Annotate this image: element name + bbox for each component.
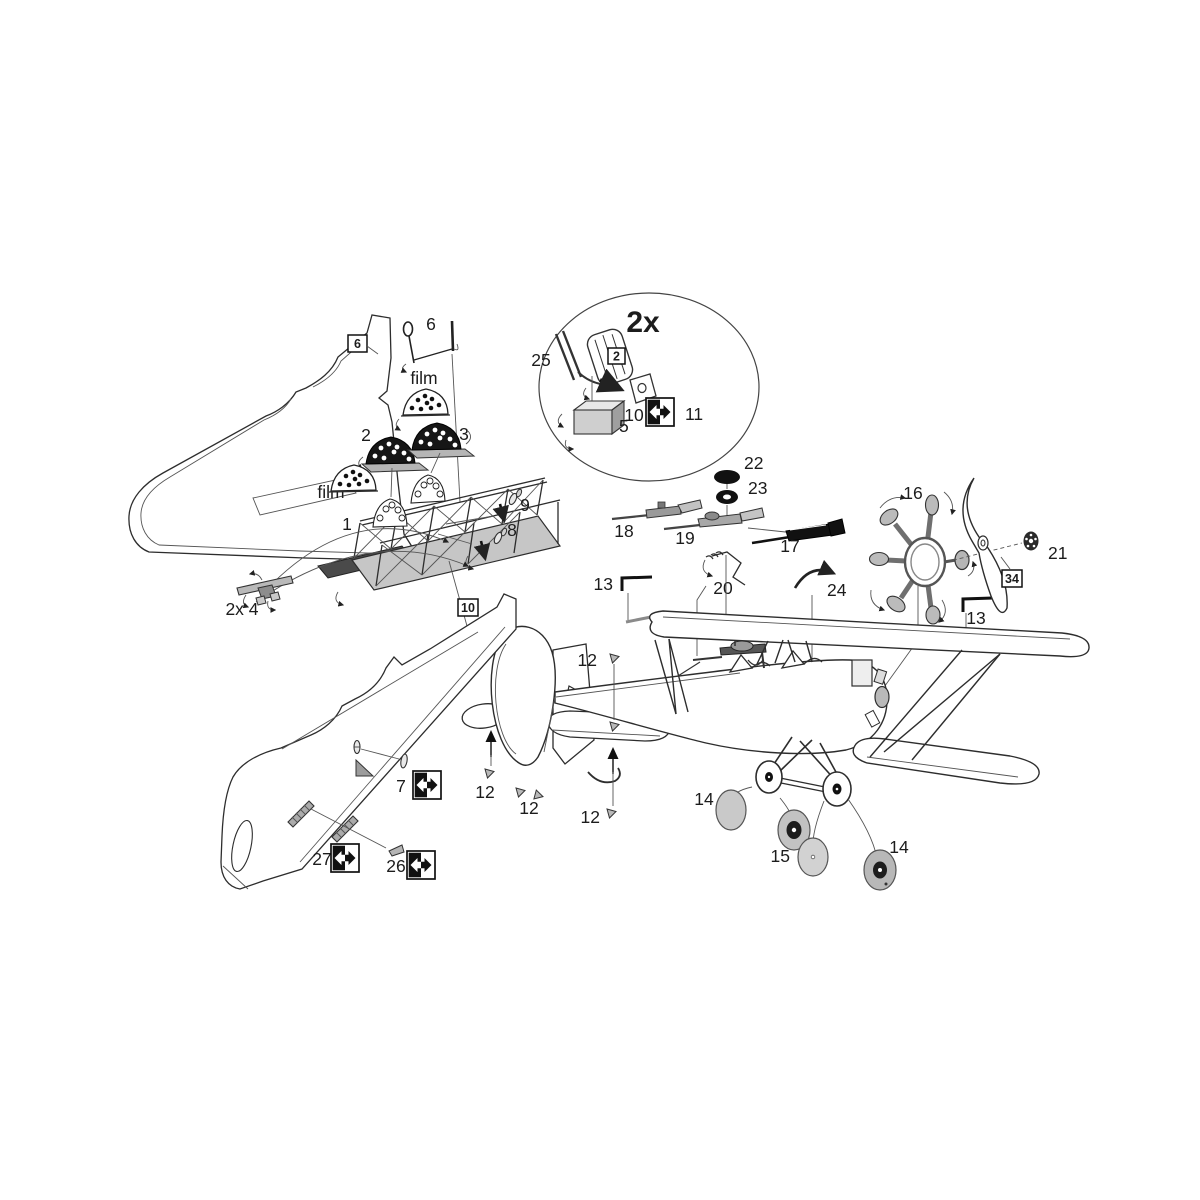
- color-swap-icon: [406, 850, 436, 880]
- placement-arrow: [606, 746, 620, 775]
- boxed-ref-10-label: 10: [461, 601, 475, 615]
- color-swap-icon: [645, 397, 675, 427]
- label-part-10: 10: [624, 405, 644, 425]
- landing-gear: [755, 736, 852, 807]
- label-part-1: 1: [342, 514, 352, 534]
- propeller-hub-disc-21: 21: [1023, 531, 1067, 563]
- label-film-top: film: [410, 368, 437, 388]
- ammo-ring-23: 23: [716, 478, 767, 518]
- label-quantity-2x: 2x: [626, 306, 660, 339]
- seatbelts-25: 25: [531, 330, 583, 381]
- tail-skid: [587, 767, 621, 784]
- label-part-14-right: 14: [889, 837, 909, 857]
- rudder-pedals-4: 2x 4: [225, 570, 294, 619]
- machine-gun-17: 17: [751, 518, 846, 556]
- instrument-panel-2: 2: [356, 425, 430, 498]
- label-part-21: 21: [1048, 543, 1067, 563]
- label-part-25: 25: [531, 350, 550, 370]
- boxed-ref-2-label: 2: [613, 350, 620, 364]
- label-part-19: 19: [675, 528, 694, 548]
- label-part-23: 23: [748, 478, 767, 498]
- boxed-ref-6-label: 6: [354, 337, 361, 351]
- wheel-parts: 14 15 14: [694, 786, 909, 891]
- hinge-cone-12: [515, 787, 526, 798]
- label-part-16: 16: [903, 483, 922, 503]
- label-part-13-right: 13: [966, 608, 985, 628]
- cockpit-frame-1: 1: [317, 474, 562, 627]
- label-part-4-qty: 2x 4: [225, 599, 258, 619]
- upper-fuselage-half: [128, 314, 423, 562]
- seat-bracket: [595, 368, 657, 404]
- detail-bubble-2x: 2x 25 2: [531, 292, 760, 482]
- color-swap-icon: [412, 770, 442, 800]
- lower-fuselage-half: 10: [220, 593, 517, 890]
- film-panel-bottom: film: [317, 464, 379, 502]
- label-part-12-c: 12: [475, 782, 494, 802]
- machine-gun-19: 19: [663, 507, 824, 548]
- label-part-11: 11: [685, 404, 703, 424]
- nose-engine: [851, 659, 890, 728]
- film-panel-top: film: [394, 368, 451, 431]
- windshield-front: [780, 649, 806, 669]
- label-part-20: 20: [713, 578, 733, 598]
- placement-arrow: [484, 729, 498, 758]
- boxed-ref-34-label: 34: [1005, 572, 1019, 586]
- boxed-ref-2: 2: [607, 347, 626, 365]
- ammo-drum-22: 22: [714, 453, 763, 484]
- exhaust-strips-27: 27 26: [287, 800, 436, 880]
- lower-wing-right: [852, 737, 1040, 785]
- label-part-2: 2: [361, 425, 371, 445]
- label-part-7: 7: [396, 776, 406, 796]
- label-part-18: 18: [614, 521, 633, 541]
- label-part-24: 24: [827, 580, 847, 600]
- wheel-disc-14-left: [715, 789, 747, 831]
- label-part-3: 3: [459, 424, 469, 444]
- hinge-cone-12: [484, 768, 495, 779]
- handle-parts-7: 7: [353, 739, 442, 800]
- radial-engine-16: 16: [868, 483, 978, 691]
- label-part-9: 9: [520, 495, 530, 515]
- label-part-27: 27: [312, 849, 331, 869]
- label-part-12-d: 12: [519, 798, 538, 818]
- antenna-parts-6: 6: [400, 314, 461, 503]
- label-part-5: 5: [619, 416, 629, 436]
- label-part-8: 8: [507, 520, 517, 540]
- hinge-cone-12: [609, 653, 620, 664]
- machine-gun-18: 18: [611, 499, 703, 541]
- instrument-panel-3: 3: [406, 422, 476, 474]
- exhaust-tip-26: [388, 844, 405, 857]
- hinge-cone-12: [606, 808, 617, 819]
- grip-parts-8-9: 9 8: [437, 488, 530, 562]
- mounted-machine-gun: [677, 640, 767, 677]
- wing-wire-13-left: 13: [594, 574, 653, 624]
- label-part-12-e: 12: [581, 807, 600, 827]
- label-part-15: 15: [771, 846, 790, 866]
- label-part-17: 17: [780, 536, 799, 556]
- label-part-6: 6: [426, 314, 436, 334]
- label-part-22: 22: [744, 453, 763, 473]
- seat-box-5: 5: [557, 399, 629, 452]
- label-part-14-left: 14: [694, 789, 714, 809]
- windshield-rear: [728, 653, 754, 673]
- top-wing: [648, 610, 1090, 658]
- label-part-13-left: 13: [594, 574, 613, 594]
- biplane-assembly: [461, 610, 1090, 807]
- exhaust: [874, 685, 890, 709]
- interplane-struts: [654, 638, 1001, 761]
- tail-fin: [490, 625, 556, 766]
- propeller-34: 34: [945, 477, 1023, 614]
- color-swap-icon: [330, 843, 360, 873]
- boxed-ref-34: 34: [1000, 556, 1023, 588]
- boxed-ref-6: 6: [347, 334, 379, 355]
- label-part-12-b: 12: [578, 650, 597, 670]
- boxed-ref-10: 10: [457, 598, 479, 617]
- label-part-26: 26: [386, 856, 405, 876]
